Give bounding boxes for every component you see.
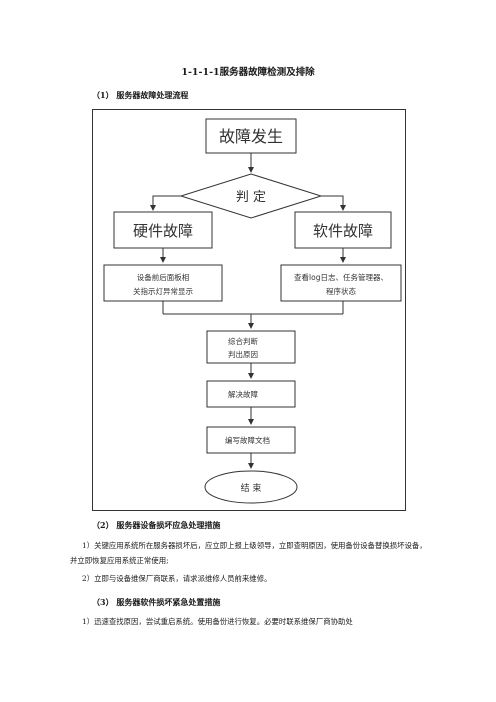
page-title: 1-1-1-1服务器故障检测及排除: [181, 67, 315, 78]
section-3-heading: （3） 服务器软件损坏紧急处置措施: [92, 597, 221, 607]
hardware-label: 硬件故障: [133, 222, 193, 240]
analyze-box: [206, 330, 296, 364]
hardware-box: [113, 211, 213, 249]
section-1-heading: （1） 服务器故障处理流程: [92, 90, 189, 100]
section-3-paragraph-1: 1）迅速查找原因，尝试重启系统。使用备份进行恢复。必要时联系维保厂商协助处: [82, 617, 353, 626]
flowchart-frame: 故障发生 判 定 硬件故障 软件故障 设备前后面板相 关指示灯异常显示 查看lo…: [92, 109, 406, 511]
analyze-line1: 综合判断: [228, 336, 258, 346]
software-check-line2: 程序状态: [326, 286, 356, 296]
hardware-check-line2: 关指示灯异常显示: [133, 286, 193, 296]
hardware-check-line1: 设备前后面板相: [137, 272, 190, 282]
resolve-label: 解决故障: [228, 389, 258, 399]
section-2-heading: （2） 服务器设备损坏应急处理措施: [92, 520, 221, 530]
section-2-paragraph-2: 2）立即与设备维保厂商联系，请求派维修人员前来维修。: [82, 574, 272, 583]
analyze-line2: 判出原因: [228, 349, 258, 359]
software-check-line1: 查看log日志、任务管理器、: [294, 272, 388, 282]
decision-label: 判 定: [236, 190, 266, 205]
decision-diamond: [179, 173, 323, 219]
end-label: 结 束: [241, 482, 262, 494]
document-step-box: [206, 426, 296, 454]
document-step-label: 编写故障文档: [225, 435, 270, 445]
flowchart-diagram: 故障发生 判 定 硬件故障 软件故障 设备前后面板相 关指示灯异常显示 查看lo…: [103, 118, 402, 504]
end-ellipse: [204, 470, 298, 504]
section-2-paragraph-1: 1）关键应用系统所在服务器损坏后，应立即上报上级领导，立即查明原因，使用备份设备…: [70, 541, 427, 565]
software-label: 软件故障: [313, 222, 373, 240]
software-check-box: [280, 264, 402, 302]
start-label: 故障发生: [219, 127, 283, 146]
start-box: [205, 118, 297, 154]
